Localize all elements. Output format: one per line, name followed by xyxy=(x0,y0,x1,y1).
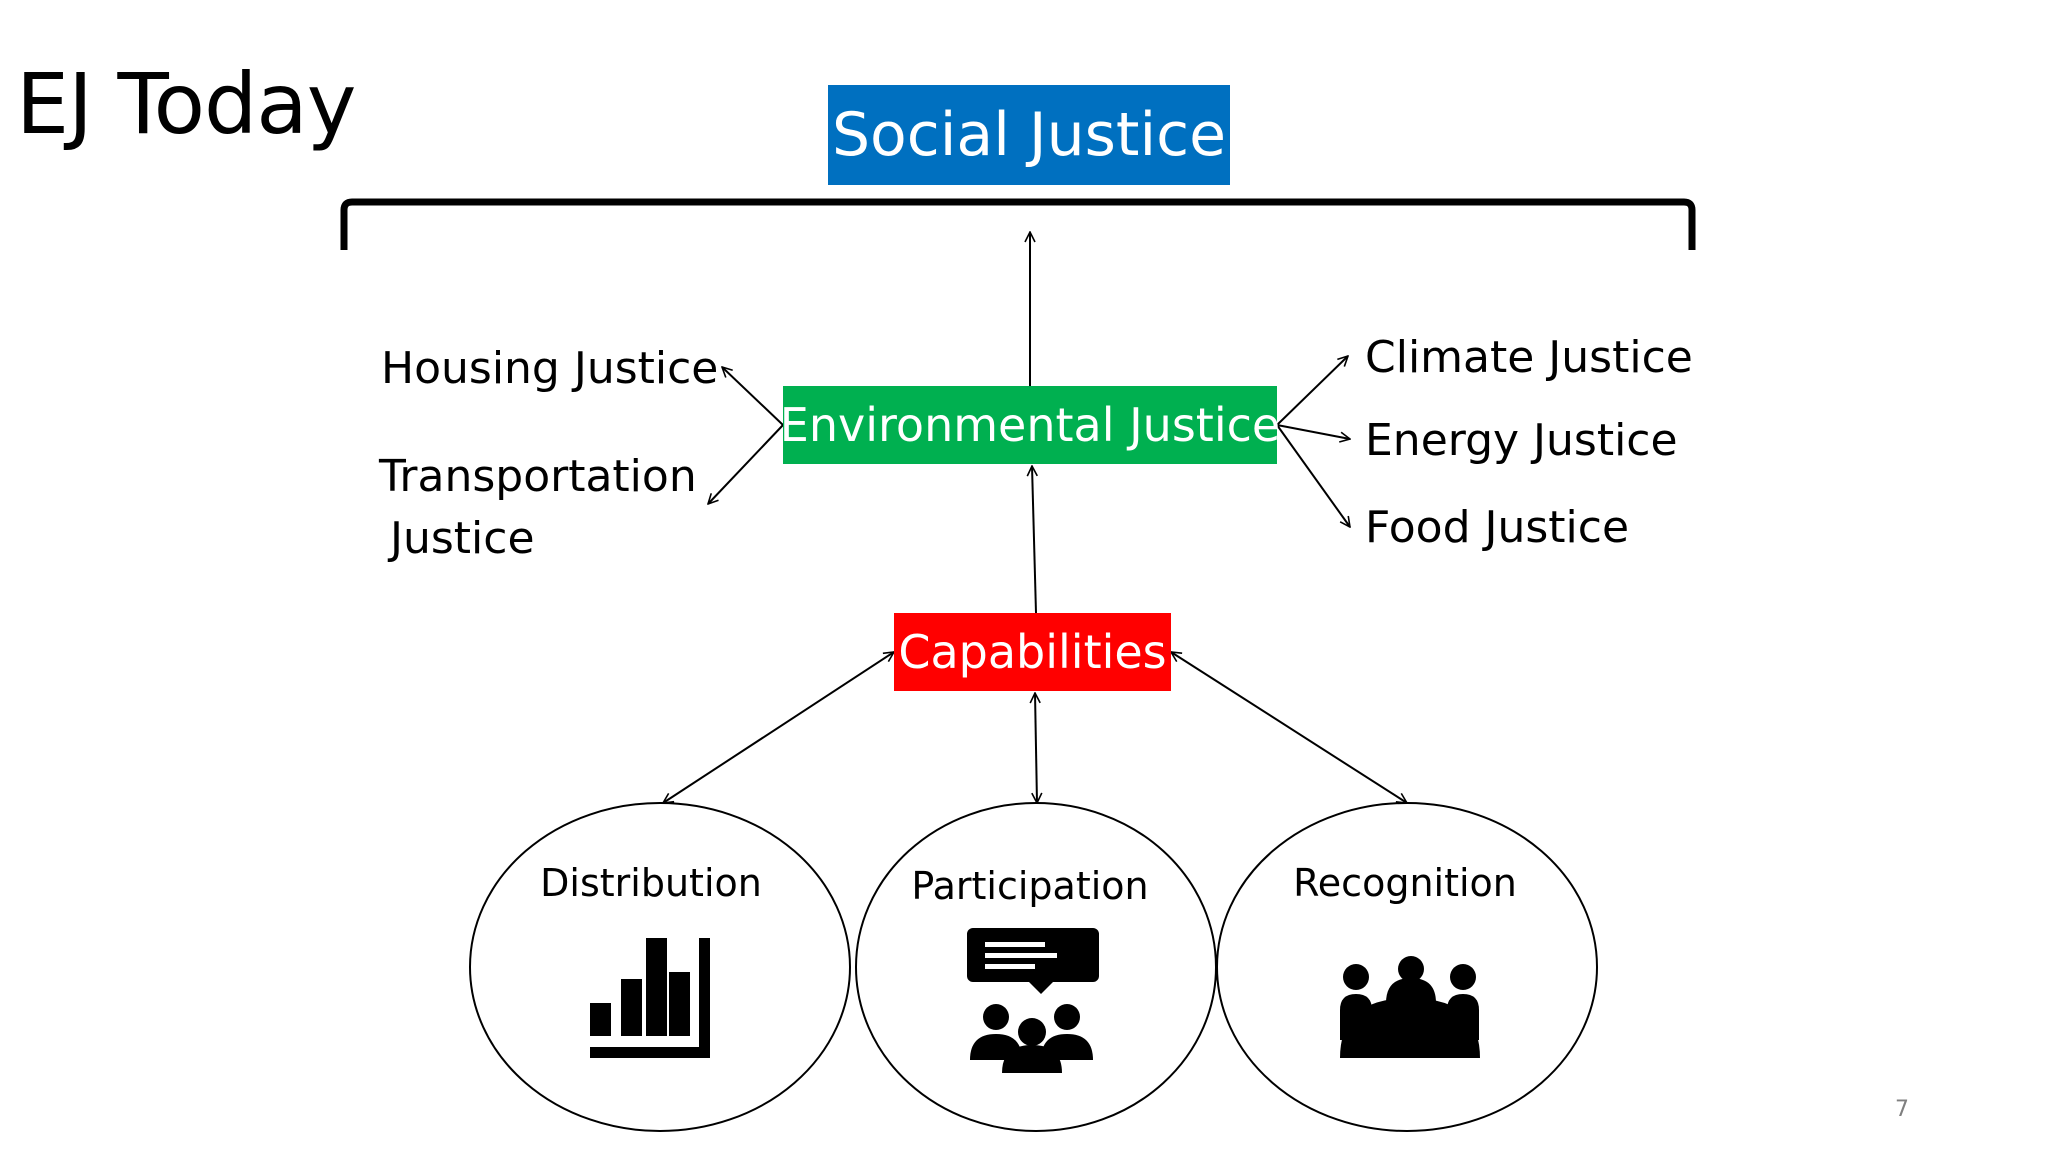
slide-number: 7 xyxy=(1895,1097,1909,1122)
bar-chart-icon xyxy=(590,938,710,1058)
arrow-capabilities-distribution xyxy=(663,652,894,803)
environmental-justice-box: Environmental Justice xyxy=(780,386,1280,464)
pillar-label-recognition: Recognition xyxy=(1293,861,1517,905)
slide-title: EJ Today xyxy=(16,55,356,153)
branch-transportation-justice-line2: Justice xyxy=(390,513,535,564)
arrow-capabilities-to-env xyxy=(1032,466,1036,614)
pillar-label-participation: Participation xyxy=(911,864,1149,908)
branch-energy-justice: Energy Justice xyxy=(1365,415,1678,466)
social-justice-box: Social Justice xyxy=(828,85,1230,185)
capabilities-box: Capabilities xyxy=(894,613,1171,691)
discussion-group-icon xyxy=(967,928,1099,1073)
meeting-table-icon xyxy=(1340,956,1480,1058)
arrow-capabilities-recognition xyxy=(1171,652,1407,803)
arrow-capabilities-participation xyxy=(1035,693,1037,803)
branch-food-justice: Food Justice xyxy=(1365,502,1630,553)
branch-housing-justice: Housing Justice xyxy=(381,343,719,394)
arrow-env-to-housing xyxy=(722,367,784,426)
arrow-env-to-energy xyxy=(1276,424,1350,439)
arrow-env-to-food xyxy=(1276,424,1350,527)
arrow-env-to-climate xyxy=(1276,356,1348,426)
pillar-label-distribution: Distribution xyxy=(540,861,762,905)
social-justice-bracket xyxy=(340,198,1696,250)
branch-climate-justice: Climate Justice xyxy=(1365,332,1693,383)
arrow-env-to-transportation xyxy=(708,424,784,504)
branch-transportation-justice-line1: Transportation xyxy=(379,451,697,502)
